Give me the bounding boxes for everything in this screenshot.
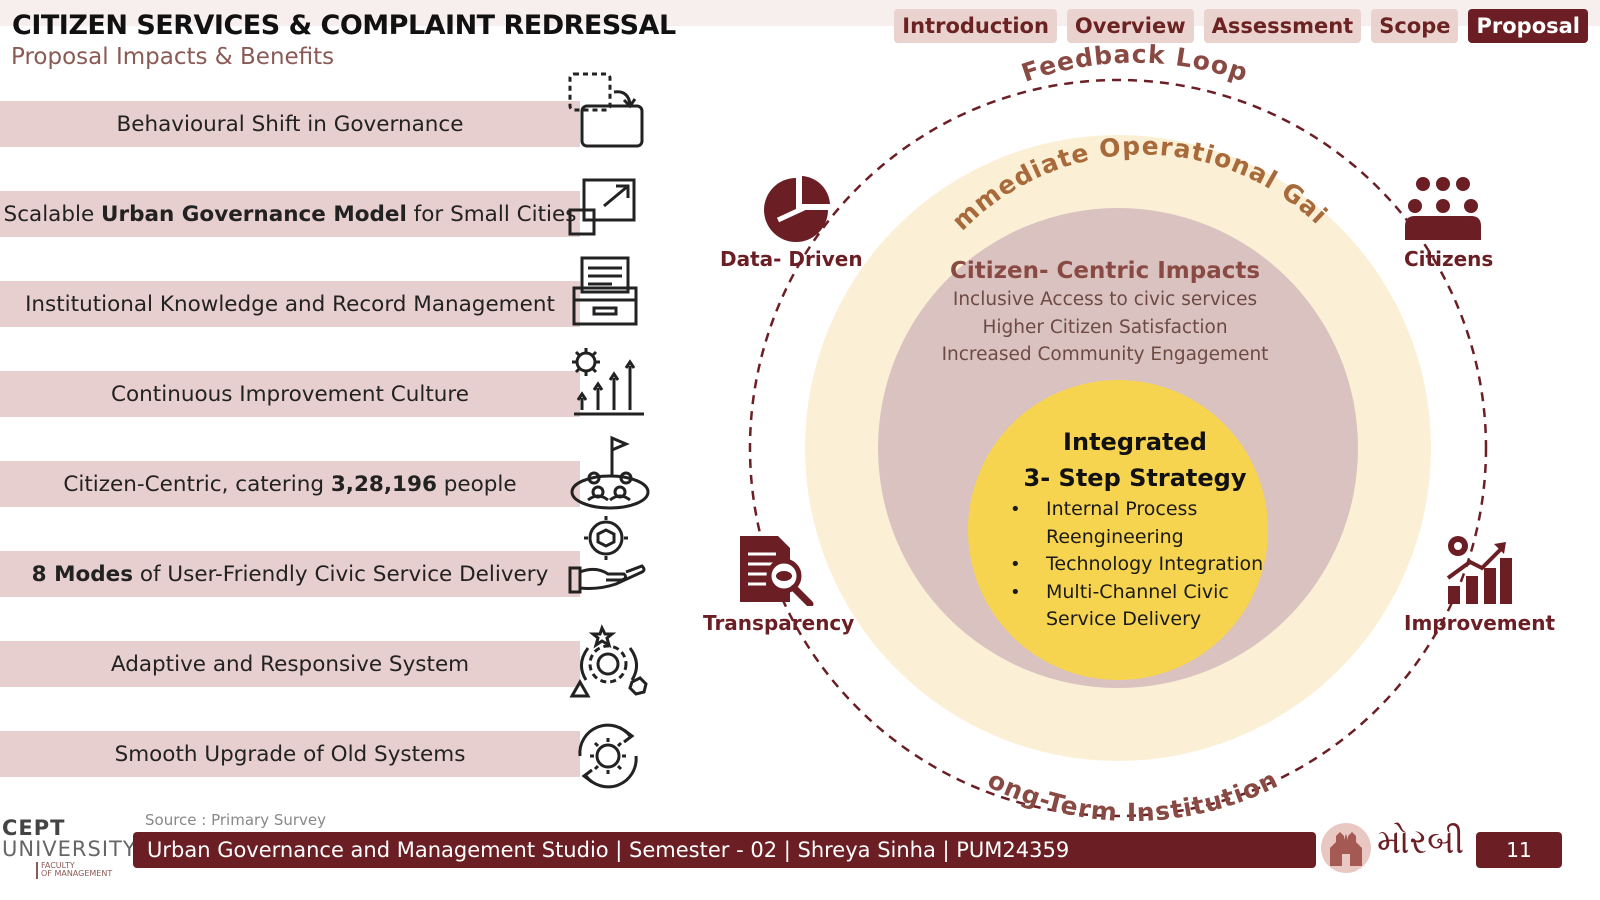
strategy-item: Internal Process Reengineering	[1010, 496, 1280, 551]
benefit-text: Adaptive and Responsive System	[110, 651, 470, 677]
benefit-text: Scalable	[3, 201, 102, 227]
tab-assessment[interactable]: Assessment	[1203, 9, 1362, 43]
community-flag-icon	[568, 432, 652, 516]
logo-line1: CEPT	[2, 816, 66, 840]
strategy-title-line1: Integrated	[1063, 428, 1207, 456]
growth-chart-icon	[1446, 536, 1512, 604]
page-number: 11	[1476, 832, 1562, 868]
impact-item: Inclusive Access to civic services	[952, 289, 1258, 310]
node-label-improvement: Improvement	[1404, 611, 1556, 635]
node-label-citizens: Citizens	[1404, 247, 1494, 271]
strategy-title-line2: 3- Step Strategy	[1023, 464, 1247, 492]
morbi-emblem-icon	[1321, 823, 1371, 873]
page-title: CITIZEN SERVICES & COMPLAINT REDRESSAL	[12, 10, 676, 41]
strategy-item: Multi-Channel Civic Service Delivery	[1010, 579, 1280, 634]
benefit-bold: 3,28,196	[330, 471, 437, 497]
strategy-item: Technology Integration	[1010, 551, 1280, 579]
morbi-wordmark: મોરબી	[1377, 822, 1465, 862]
impacts-title: Citizen- Centric Impacts	[949, 258, 1261, 284]
benefit-row-behavioural-shift: Behavioural Shift in Governance	[0, 101, 580, 147]
benefit-row-service-modes: 8 Modes of User-Friendly Civic Service D…	[0, 551, 580, 597]
footer-bar: Urban Governance and Management Studio |…	[133, 832, 1316, 868]
logo-line3: FACULTY OF MANAGEMENT	[36, 861, 137, 879]
pie-chart-icon	[764, 176, 830, 242]
benefit-row-improvement-culture: Continuous Improvement Culture	[0, 371, 580, 417]
node-label-data-driven: Data- Driven	[720, 247, 863, 271]
tab-scope[interactable]: Scope	[1371, 9, 1459, 43]
benefit-row-smooth-upgrade: Smooth Upgrade of Old Systems	[0, 731, 580, 777]
benefit-text: Continuous Improvement Culture	[111, 381, 469, 407]
document-inspect-icon	[740, 536, 814, 606]
tab-overview[interactable]: Overview	[1066, 9, 1194, 43]
tab-proposal[interactable]: Proposal	[1468, 9, 1588, 43]
benefit-text: people	[436, 471, 517, 497]
benefit-row-citizen-centric: Citizen-Centric, catering 3,28,196 peopl…	[0, 461, 580, 507]
benefit-text: Smooth Upgrade of Old Systems	[114, 741, 466, 767]
benefit-row-scalable-model: Scalable Urban Governance Model for Smal…	[0, 191, 580, 237]
scale-expand-icon	[568, 172, 652, 256]
logo-faculty: FACULTY	[41, 861, 75, 870]
benefit-row-knowledge-records: Institutional Knowledge and Record Manag…	[0, 281, 580, 327]
benefit-bold: Urban Governance Model	[101, 201, 407, 227]
citizens-icon	[1405, 177, 1481, 240]
page-subtitle: Proposal Impacts & Benefits	[11, 44, 335, 70]
logo-management: OF MANAGEMENT	[41, 869, 113, 879]
benefit-text: for Small Cities	[406, 201, 577, 227]
benefit-text: Behavioural Shift in Governance	[116, 111, 464, 137]
benefit-text: Citizen-Centric, catering	[63, 471, 331, 497]
node-label-transparency: Transparency	[703, 611, 855, 635]
strategy-list: Internal Process Reengineering Technolog…	[1010, 496, 1280, 634]
impact-item: Higher Citizen Satisfaction	[982, 317, 1228, 338]
hand-service-icon	[568, 512, 652, 596]
upgrade-cycle-icon	[568, 714, 652, 798]
section-nav: Introduction Overview Assessment Scope P…	[894, 9, 1588, 43]
benefit-row-adaptive-system: Adaptive and Responsive System	[0, 641, 580, 687]
benefit-text: of User-Friendly Civic Service Delivery	[133, 561, 549, 587]
cept-university-logo: CEPT UNIVERSITY FACULTY OF MANAGEMENT	[2, 818, 137, 879]
source-note: Source : Primary Survey	[145, 811, 327, 829]
shift-frames-icon	[568, 70, 652, 154]
tab-introduction[interactable]: Introduction	[894, 9, 1057, 43]
impact-item: Increased Community Engagement	[941, 344, 1269, 365]
file-drawer-icon	[568, 254, 652, 338]
feedback-loop-label: Feedback Loop	[1018, 40, 1252, 88]
logo-line2: UNIVERSITY	[2, 837, 137, 861]
adaptive-gear-icon	[568, 624, 652, 708]
gear-growth-icon	[568, 344, 652, 428]
benefit-bold: 8 Modes	[31, 561, 134, 587]
benefit-text: Institutional Knowledge and Record Manag…	[25, 291, 555, 317]
